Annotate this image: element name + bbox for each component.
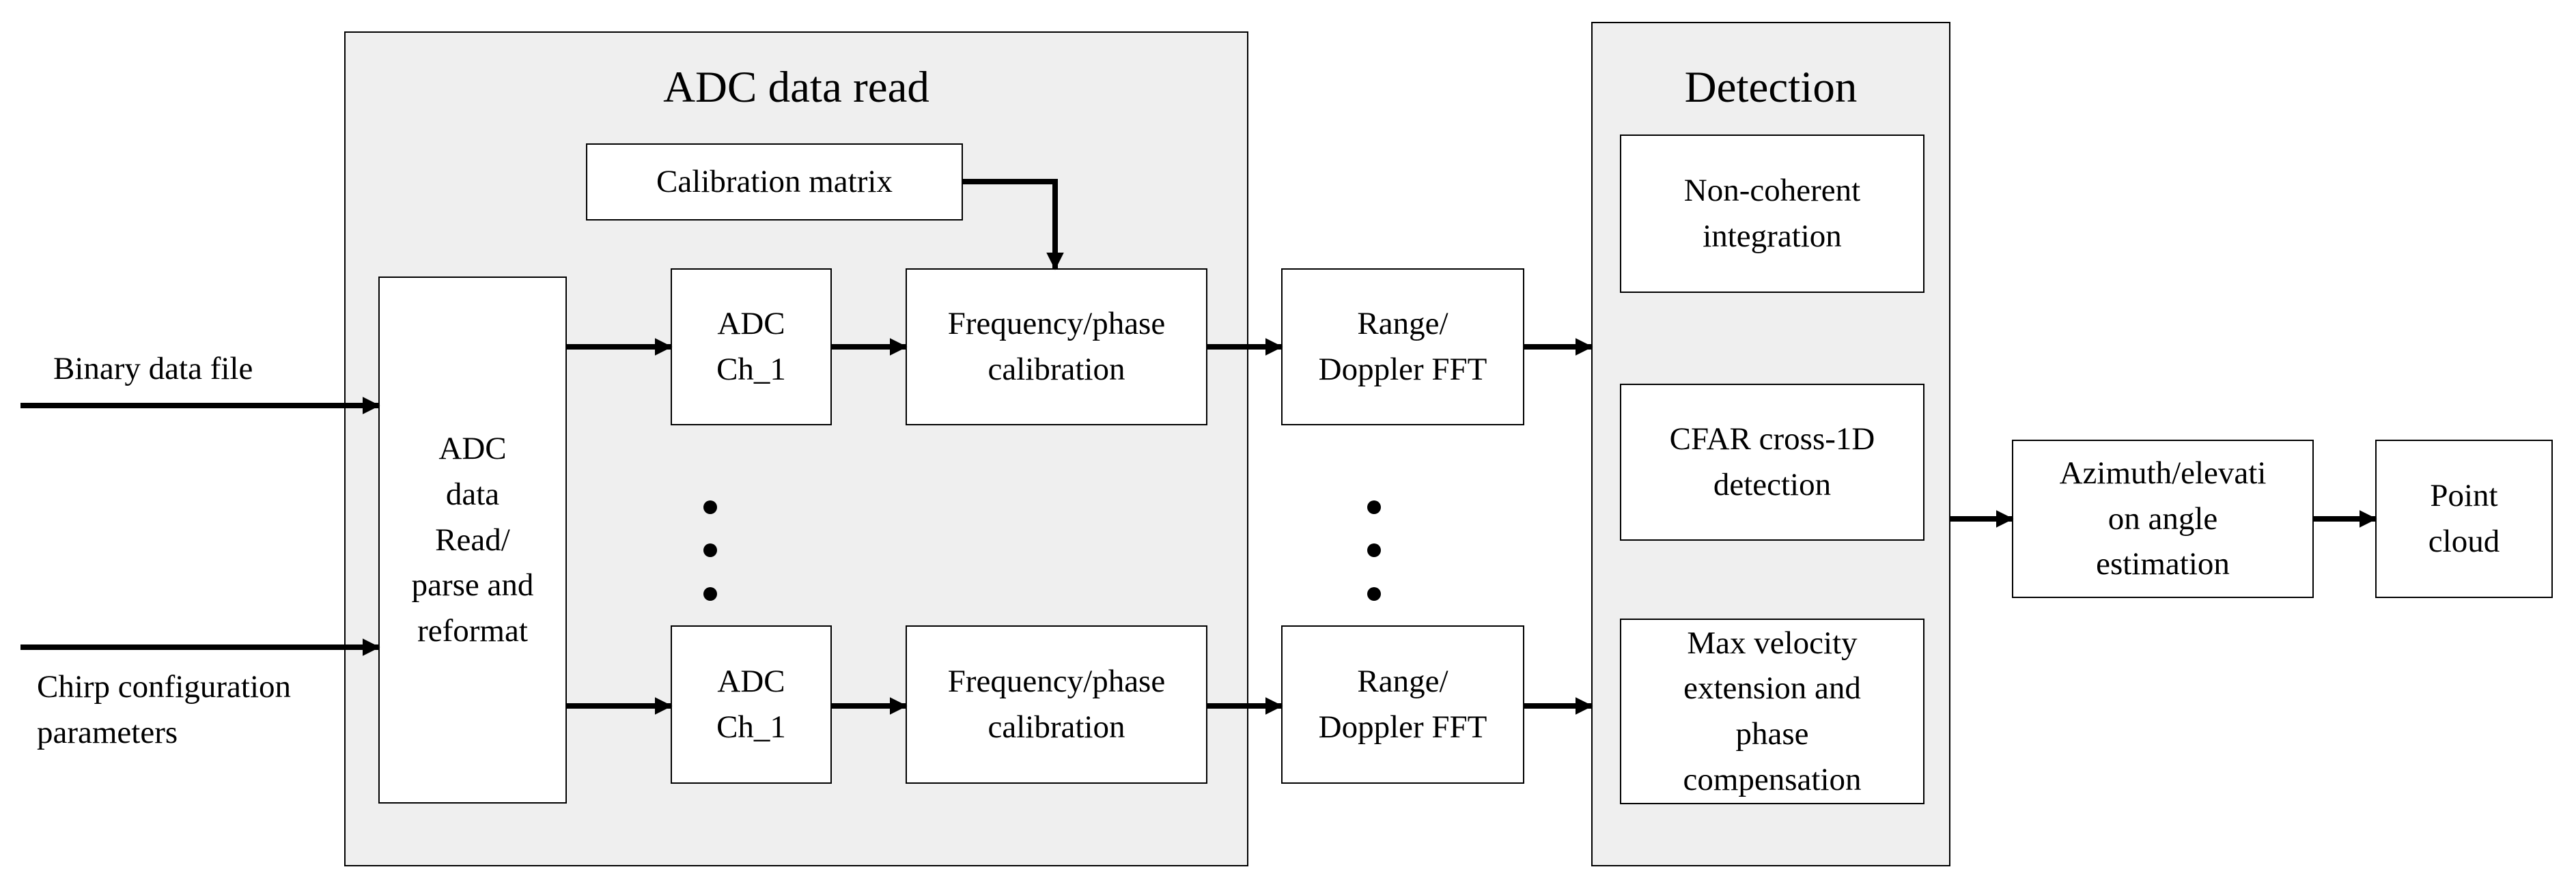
adc-channel-top-label: ADC Ch_1 bbox=[716, 306, 786, 387]
adc-channel-bottom-box bbox=[671, 625, 832, 784]
chirp-configuration-label: Chirp configuration parameters bbox=[37, 669, 292, 750]
frequency-phase-calibration-top-label: Frequency/phase calibration bbox=[947, 306, 1166, 387]
adc-channel-bottom-label: ADC Ch_1 bbox=[716, 664, 786, 745]
ellipsis-dot-fft-1 bbox=[1367, 500, 1381, 514]
adc-read-parse-label: ADC data Read/ parse and reformat bbox=[411, 431, 534, 649]
angle-estimation-box bbox=[2012, 440, 2314, 598]
range-doppler-fft-bottom-box bbox=[1281, 625, 1524, 784]
range-doppler-fft-bottom-label: Range/ Doppler FFT bbox=[1318, 664, 1487, 745]
angle-estimation-label: Azimuth/elevati on angle estimation bbox=[2059, 455, 2267, 582]
ellipsis-dot-fft-2 bbox=[1367, 543, 1381, 557]
range-doppler-fft-top-label: Range/ Doppler FFT bbox=[1318, 306, 1487, 387]
adc-group-title: ADC data read bbox=[663, 62, 929, 112]
frequency-phase-calibration-bottom-box bbox=[906, 625, 1207, 784]
binary-data-file-label: Binary data file bbox=[53, 350, 253, 386]
cfar-detection-box bbox=[1620, 384, 1924, 541]
calibration-matrix-box bbox=[586, 143, 963, 221]
max-velocity-extension-label: Max velocity extension and phase compens… bbox=[1683, 625, 1862, 797]
detection-group-title: Detection bbox=[1684, 62, 1858, 112]
point-cloud-label: Point cloud bbox=[2428, 478, 2500, 559]
cfar-detection-label: CFAR cross-1D detection bbox=[1669, 421, 1875, 502]
non-coherent-integration-box bbox=[1620, 134, 1924, 293]
calibration-matrix-label: Calibration matrix bbox=[656, 164, 893, 200]
frequency-phase-calibration-bottom-label: Frequency/phase calibration bbox=[947, 664, 1166, 745]
adc-read-parse-box bbox=[378, 277, 567, 804]
ellipsis-dot-fft-3 bbox=[1367, 587, 1381, 601]
point-cloud-box bbox=[2375, 440, 2553, 598]
non-coherent-integration-label: Non-coherent integration bbox=[1683, 173, 1861, 254]
max-velocity-extension-box bbox=[1620, 619, 1924, 804]
